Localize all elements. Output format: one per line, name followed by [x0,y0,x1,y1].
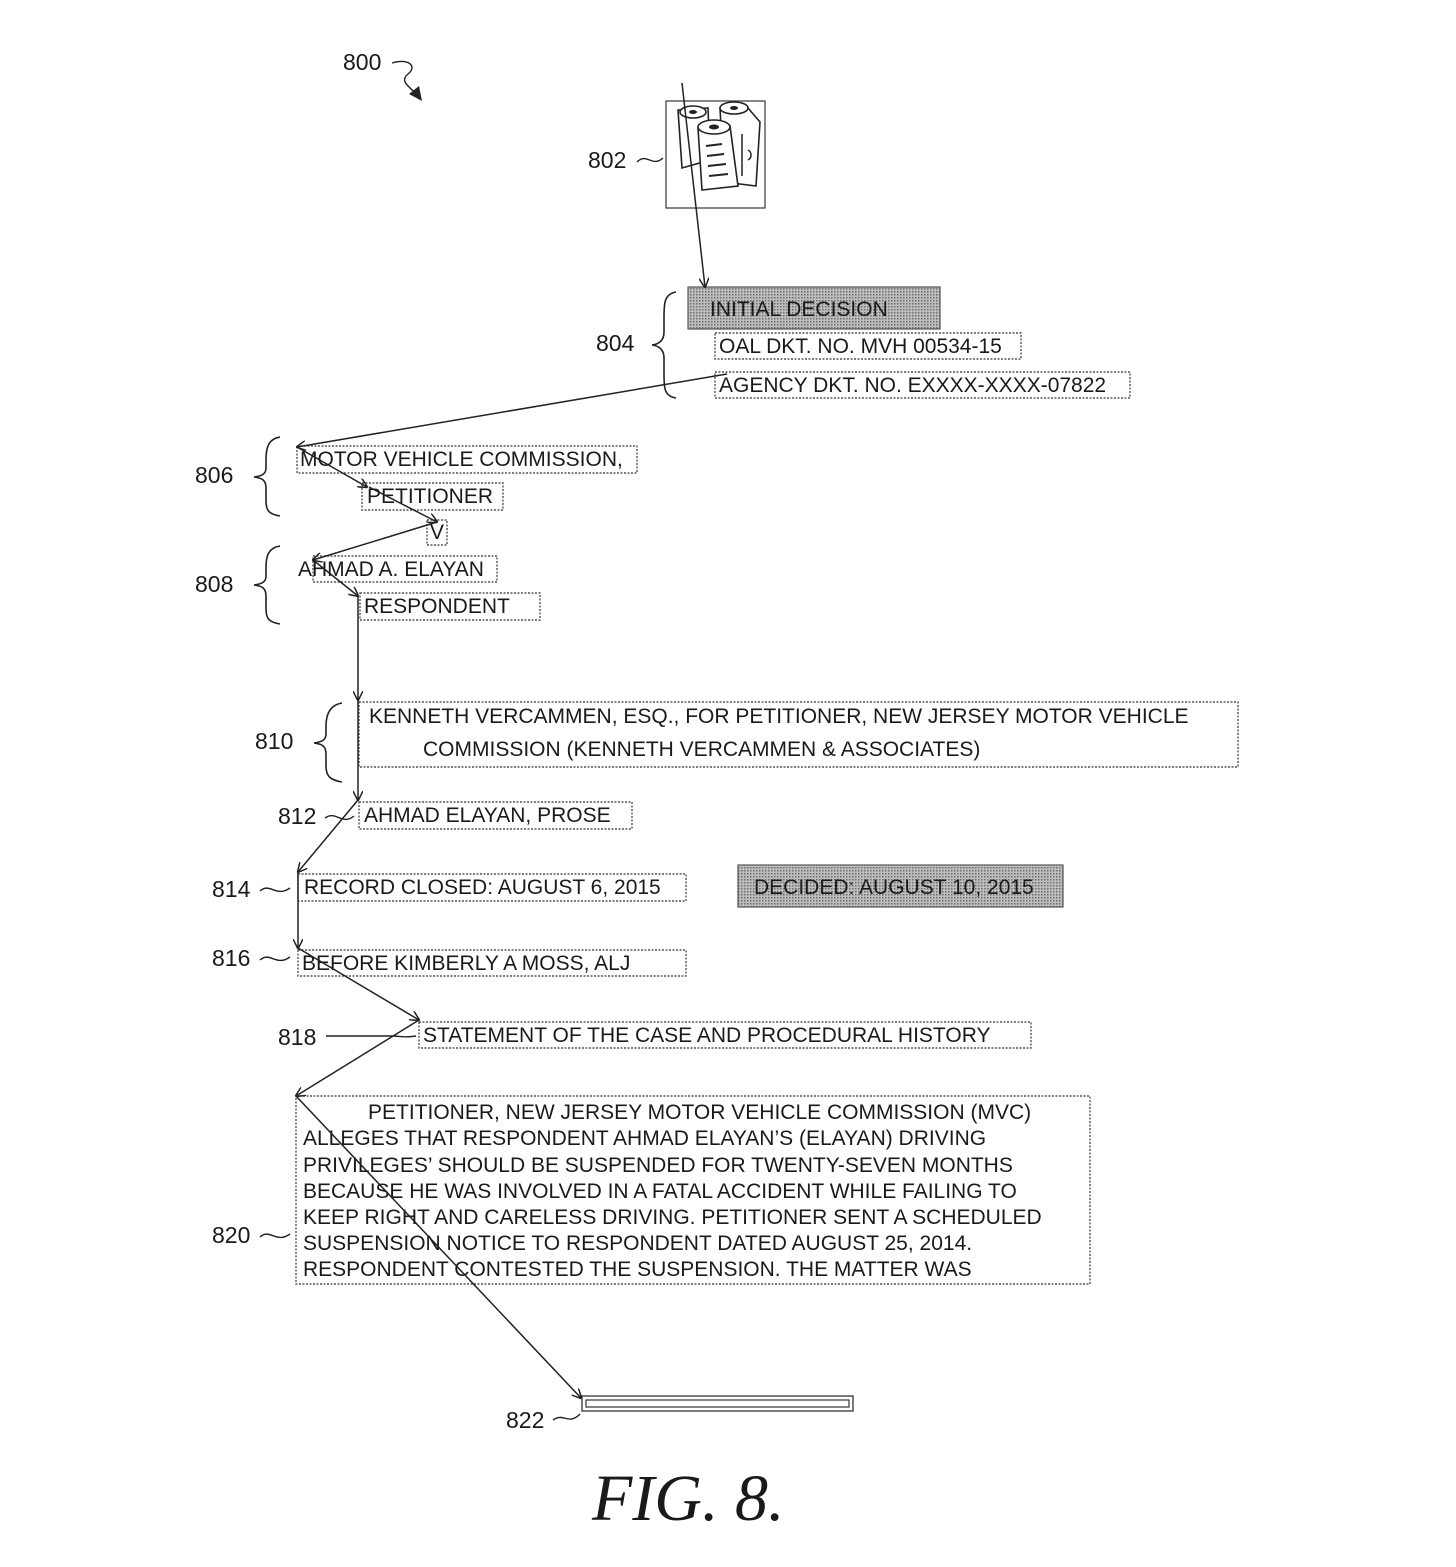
petitioner-counsel-box [358,701,1239,768]
body-line-1: PETITIONER, NEW JERSEY MOTOR VEHICLE COM… [368,1101,1031,1124]
respondent-counsel-box [358,801,633,830]
decided-date: DECIDED: AUGUST 10, 2015 [754,876,1034,899]
body-text-box [295,1095,1091,1285]
figure-number: 800 [343,49,381,75]
ref-810: 810 [255,728,293,754]
versus: V [430,521,444,544]
body-line-6: SUSPENSION NOTICE TO RESPONDENT DATED AU… [303,1232,972,1255]
figure-number-arrowhead [409,86,422,101]
record-closed-date: RECORD CLOSED: AUGUST 6, 2015 [304,876,661,899]
ref-812: 812 [278,803,316,829]
oal-docket-box [714,332,1022,360]
respondent-role: RESPONDENT [364,595,510,618]
ref-816: 816 [212,945,250,971]
body-line-4: BECAUSE HE WAS INVOLVED IN A FATAL ACCID… [303,1180,1017,1203]
versus-box [426,519,448,546]
ref-822: 822 [506,1407,544,1433]
body-line-7: RESPONDENT CONTESTED THE SUSPENSION. THE… [303,1258,972,1281]
respondent-role-box [359,592,541,621]
document-title: INITIAL DECISION [710,298,888,321]
ref-802: 802 [588,147,626,173]
ref-820: 820 [212,1222,250,1248]
oal-docket-number: OAL DKT. NO. MVH 00534-15 [719,335,1002,358]
title-box [687,286,941,330]
judge-box [297,949,687,977]
lead-818 [326,1035,417,1038]
ref-808: 808 [195,571,233,597]
body-line-2: ALLEGES THAT RESPONDENT AHMAD ELAYAN’S (… [303,1127,986,1150]
petitioner-counsel-line-1: KENNETH VERCAMMEN, ESQ., FOR PETITIONER,… [369,705,1189,728]
ref-804: 804 [596,330,635,356]
ref-814: 814 [212,876,251,902]
flow-arrows [296,82,728,1398]
agency-docket-number: AGENCY DKT. NO. EXXXX-XXXX-07822 [719,374,1106,397]
ref-818: 818 [278,1024,316,1050]
section-heading: STATEMENT OF THE CASE AND PROCEDURAL HIS… [423,1024,991,1047]
petitioner-name-box [296,445,638,474]
presiding-judge: BEFORE KIMBERLY A MOSS, ALJ [302,952,630,975]
lead-814 [259,887,291,893]
ref-806: 806 [195,462,233,488]
lead-802 [636,157,664,163]
brace-810 [313,702,343,783]
body-line-5: KEEP RIGHT AND CARELESS DRIVING. PETITIO… [303,1206,1042,1229]
brace-804 [651,291,677,399]
brace-806 [253,436,281,517]
document-scroll-icon [665,100,766,209]
body-line-3: PRIVILEGES’ SHOULD BE SUSPENDED FOR TWEN… [303,1154,1013,1177]
brace-808 [253,545,281,625]
petitioner-counsel-line-2: COMMISSION (KENNETH VERCAMMEN & ASSOCIAT… [423,738,980,761]
lead-822 [552,1413,581,1421]
respondent-counsel: AHMAD ELAYAN, PROSE [364,804,611,827]
petitioner-name: MOTOR VEHICLE COMMISSION, [300,448,623,471]
section-heading-box [418,1021,1032,1049]
element-822-outer [581,1395,854,1412]
petitioner-role-box [361,482,504,511]
decided-box [737,864,1064,908]
figure-number-arrow [391,60,421,99]
lead-820 [259,1233,291,1239]
element-822-inner [585,1399,850,1408]
lead-816 [259,956,291,962]
figure-caption: FIG. 8. [591,1462,784,1535]
agency-docket-box [714,371,1131,399]
lead-812 [324,815,355,821]
respondent-name: AHMAD A. ELAYAN [298,558,484,581]
respondent-name-box [312,555,498,583]
